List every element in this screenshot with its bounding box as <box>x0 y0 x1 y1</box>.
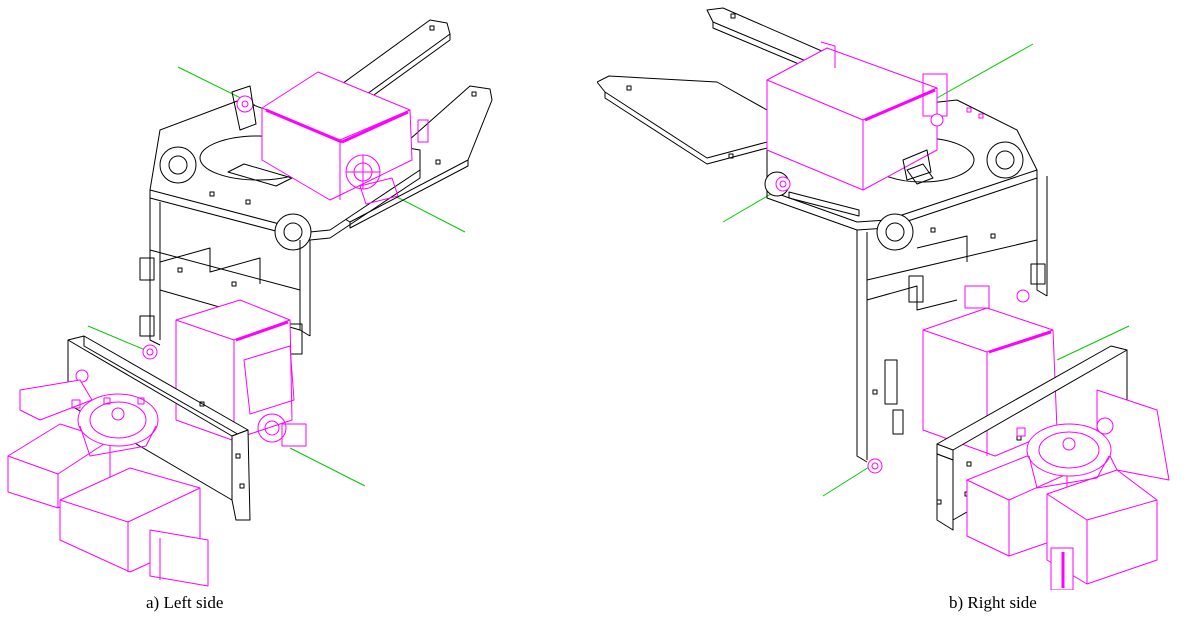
right-upper-servo <box>766 41 984 191</box>
left-gripper <box>7 379 209 587</box>
right-side-drawing <box>597 7 1170 590</box>
left-upper-servo <box>261 71 429 205</box>
left-side-drawing <box>7 19 493 587</box>
left-lower-bracket <box>67 335 251 521</box>
right-gripper <box>966 389 1170 590</box>
caption-right-side: b) Right side <box>949 593 1037 612</box>
right-upper-bolt <box>764 171 860 217</box>
left-upper-bolt <box>231 85 257 131</box>
panel-right-side: b) Right side <box>597 0 1194 629</box>
left-middle-servo <box>175 299 307 447</box>
caption-left-side: a) Left side <box>146 593 224 612</box>
panel-left-side: a) Left side <box>7 19 493 612</box>
right-middle-servo <box>922 285 1058 457</box>
right-vertical-frame <box>856 176 1048 463</box>
